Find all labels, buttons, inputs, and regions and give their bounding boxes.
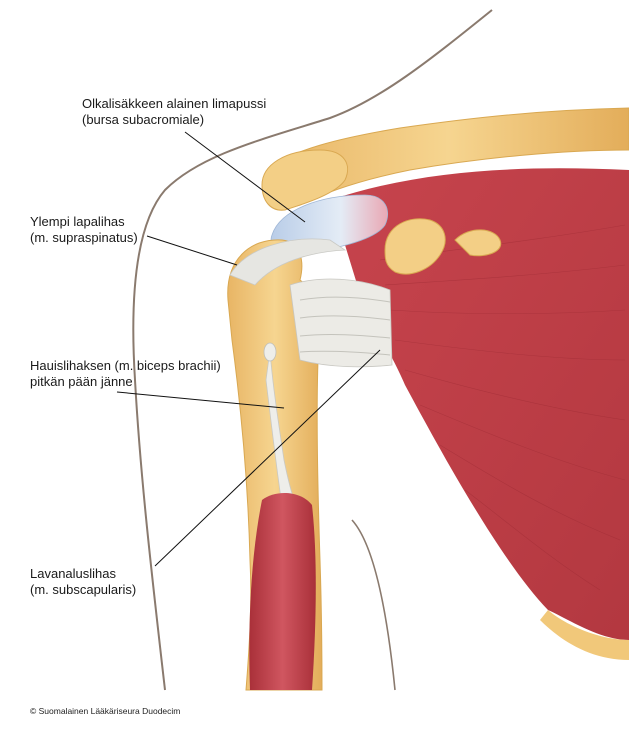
label-biceps-line2: pitkän pään jänne bbox=[30, 374, 221, 390]
bicipital-groove-marker bbox=[264, 343, 276, 361]
label-subscapularis: Lavanaluslihas (m. subscapularis) bbox=[30, 566, 136, 598]
label-subscapularis-line2: (m. subscapularis) bbox=[30, 582, 136, 598]
label-biceps-line1: Hauislihaksen (m. biceps brachii) bbox=[30, 358, 221, 374]
leader-line-supraspinatus bbox=[147, 236, 237, 265]
label-bursa-line2: (bursa subacromiale) bbox=[82, 112, 266, 128]
biceps-muscle bbox=[249, 493, 315, 690]
label-supraspinatus-line1: Ylempi lapalihas bbox=[30, 214, 138, 230]
label-bursa-line1: Olkalisäkkeen alainen limapussi bbox=[82, 96, 266, 112]
label-bursa: Olkalisäkkeen alainen limapussi (bursa s… bbox=[82, 96, 266, 128]
label-supraspinatus: Ylempi lapalihas (m. supraspinatus) bbox=[30, 214, 138, 246]
label-biceps: Hauislihaksen (m. biceps brachii) pitkän… bbox=[30, 358, 221, 390]
copyright-notice: © Suomalainen Lääkäriseura Duodecim bbox=[30, 706, 180, 716]
label-subscapularis-line1: Lavanaluslihas bbox=[30, 566, 136, 582]
torso-outline bbox=[352, 520, 395, 690]
label-supraspinatus-line2: (m. supraspinatus) bbox=[30, 230, 138, 246]
